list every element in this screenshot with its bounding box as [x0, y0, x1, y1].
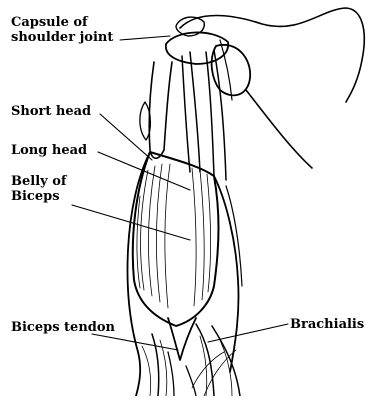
label-capsule: Capsule of shoulder joint — [11, 15, 113, 45]
muscle-fiber-hatching — [137, 164, 211, 308]
label-brachialis: Brachialis — [290, 317, 364, 332]
label-short-head: Short head — [11, 104, 91, 119]
label-capsule-line1: Capsule of — [11, 15, 113, 30]
long-head-tendon — [182, 56, 190, 172]
leader-belly — [72, 205, 190, 240]
leader-brachialis — [208, 324, 288, 342]
forearm-hatching — [142, 336, 236, 396]
shoulder-outline — [180, 8, 364, 102]
label-long-head: Long head — [11, 143, 87, 158]
biceps-belly — [133, 152, 219, 326]
label-belly-line1: Belly of — [11, 174, 66, 189]
leader-capsule — [120, 36, 170, 40]
label-biceps-tendon: Biceps tendon — [11, 320, 115, 335]
label-capsule-line2: shoulder joint — [11, 30, 113, 45]
forearm-outline — [152, 334, 159, 396]
shoulder-outline-lower — [246, 90, 312, 168]
label-belly-line2: Biceps — [11, 189, 66, 204]
leader-lines — [72, 36, 288, 350]
joint-capsule — [166, 32, 228, 64]
leader-long-head — [98, 152, 190, 190]
label-belly: Belly of Biceps — [11, 174, 66, 204]
short-head-muscle — [149, 62, 172, 158]
